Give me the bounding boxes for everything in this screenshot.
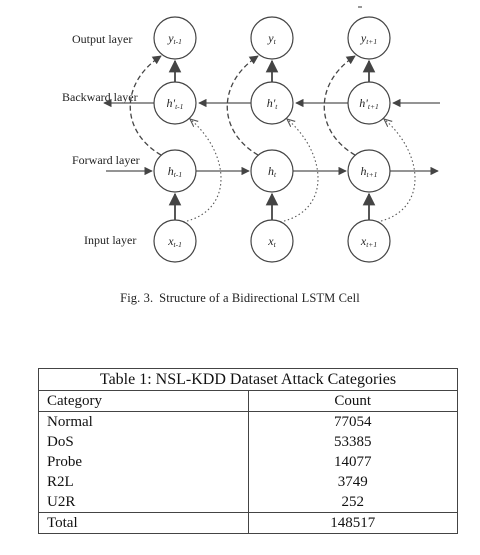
backward-node: h't-1: [153, 81, 197, 125]
cell-count: 53385: [247, 432, 458, 452]
table-title: Table 1: NSL-KDD Dataset Attack Categori…: [38, 368, 458, 391]
cell-category: U2R: [38, 492, 249, 513]
cell-count: 77054: [247, 411, 458, 432]
input-to-backward-edge: [279, 119, 319, 223]
forward-node: ht: [250, 149, 294, 193]
input-node-label: xt+1: [360, 234, 377, 249]
input-node: xt: [250, 219, 294, 263]
input-to-backward-edge: [182, 119, 222, 223]
forward-to-output-edge: [323, 55, 356, 156]
forward-layer-label: Forward layer: [72, 153, 140, 167]
forward-node: ht-1: [153, 149, 197, 193]
forward-to-output-edge: [129, 55, 162, 156]
backward-node: h't+1: [347, 81, 391, 125]
backward-node-label: h't-1: [167, 96, 184, 111]
attack-categories-table: Table 1: NSL-KDD Dataset Attack Categori…: [38, 368, 458, 534]
caption-label: Fig. 3.: [120, 291, 154, 305]
input-node: xt+1: [347, 219, 391, 263]
forward-to-output-edge: [226, 55, 259, 156]
cell-count: 14077: [247, 452, 458, 472]
backward-node-label: h't+1: [359, 96, 378, 111]
output-node: yt+1: [347, 16, 391, 60]
output-node-label: yt+1: [360, 31, 377, 46]
figure-caption: Fig. 3. Structure of a Bidirectional LSTM…: [0, 291, 480, 306]
header-category: Category: [38, 390, 249, 412]
backward-node: h't: [250, 81, 294, 125]
cell-category: Normal: [38, 411, 249, 432]
forward-node-label: ht-1: [168, 164, 182, 179]
forward-node-label: ht: [268, 164, 277, 179]
total-label: Total: [38, 512, 249, 534]
output-node: yt-1: [153, 16, 197, 60]
input-node-label: xt-1: [167, 234, 182, 249]
cell-count: 3749: [247, 472, 458, 492]
output-node-label: yt-1: [167, 31, 182, 46]
header-count: Count: [247, 390, 458, 412]
input-layer-label: Input layer: [84, 233, 136, 247]
backward-node-label: h't: [267, 96, 279, 111]
forward-node-label: ht+1: [361, 164, 378, 179]
caption-text: Structure of a Bidirectional LSTM Cell: [159, 291, 360, 305]
output-node: yt: [250, 16, 294, 60]
output-layer-label: Output layer: [72, 32, 132, 46]
forward-node: ht+1: [347, 149, 391, 193]
cell-category: Probe: [38, 452, 249, 472]
output-node-label: yt: [267, 31, 276, 46]
cell-category: R2L: [38, 472, 249, 492]
total-count: 148517: [247, 512, 458, 534]
input-to-backward-edge: [376, 119, 416, 223]
input-node-label: xt: [267, 234, 276, 249]
cell-count: 252: [247, 492, 458, 513]
input-node: xt-1: [153, 219, 197, 263]
cell-category: DoS: [38, 432, 249, 452]
backward-layer-label: Backward layer: [62, 90, 138, 104]
